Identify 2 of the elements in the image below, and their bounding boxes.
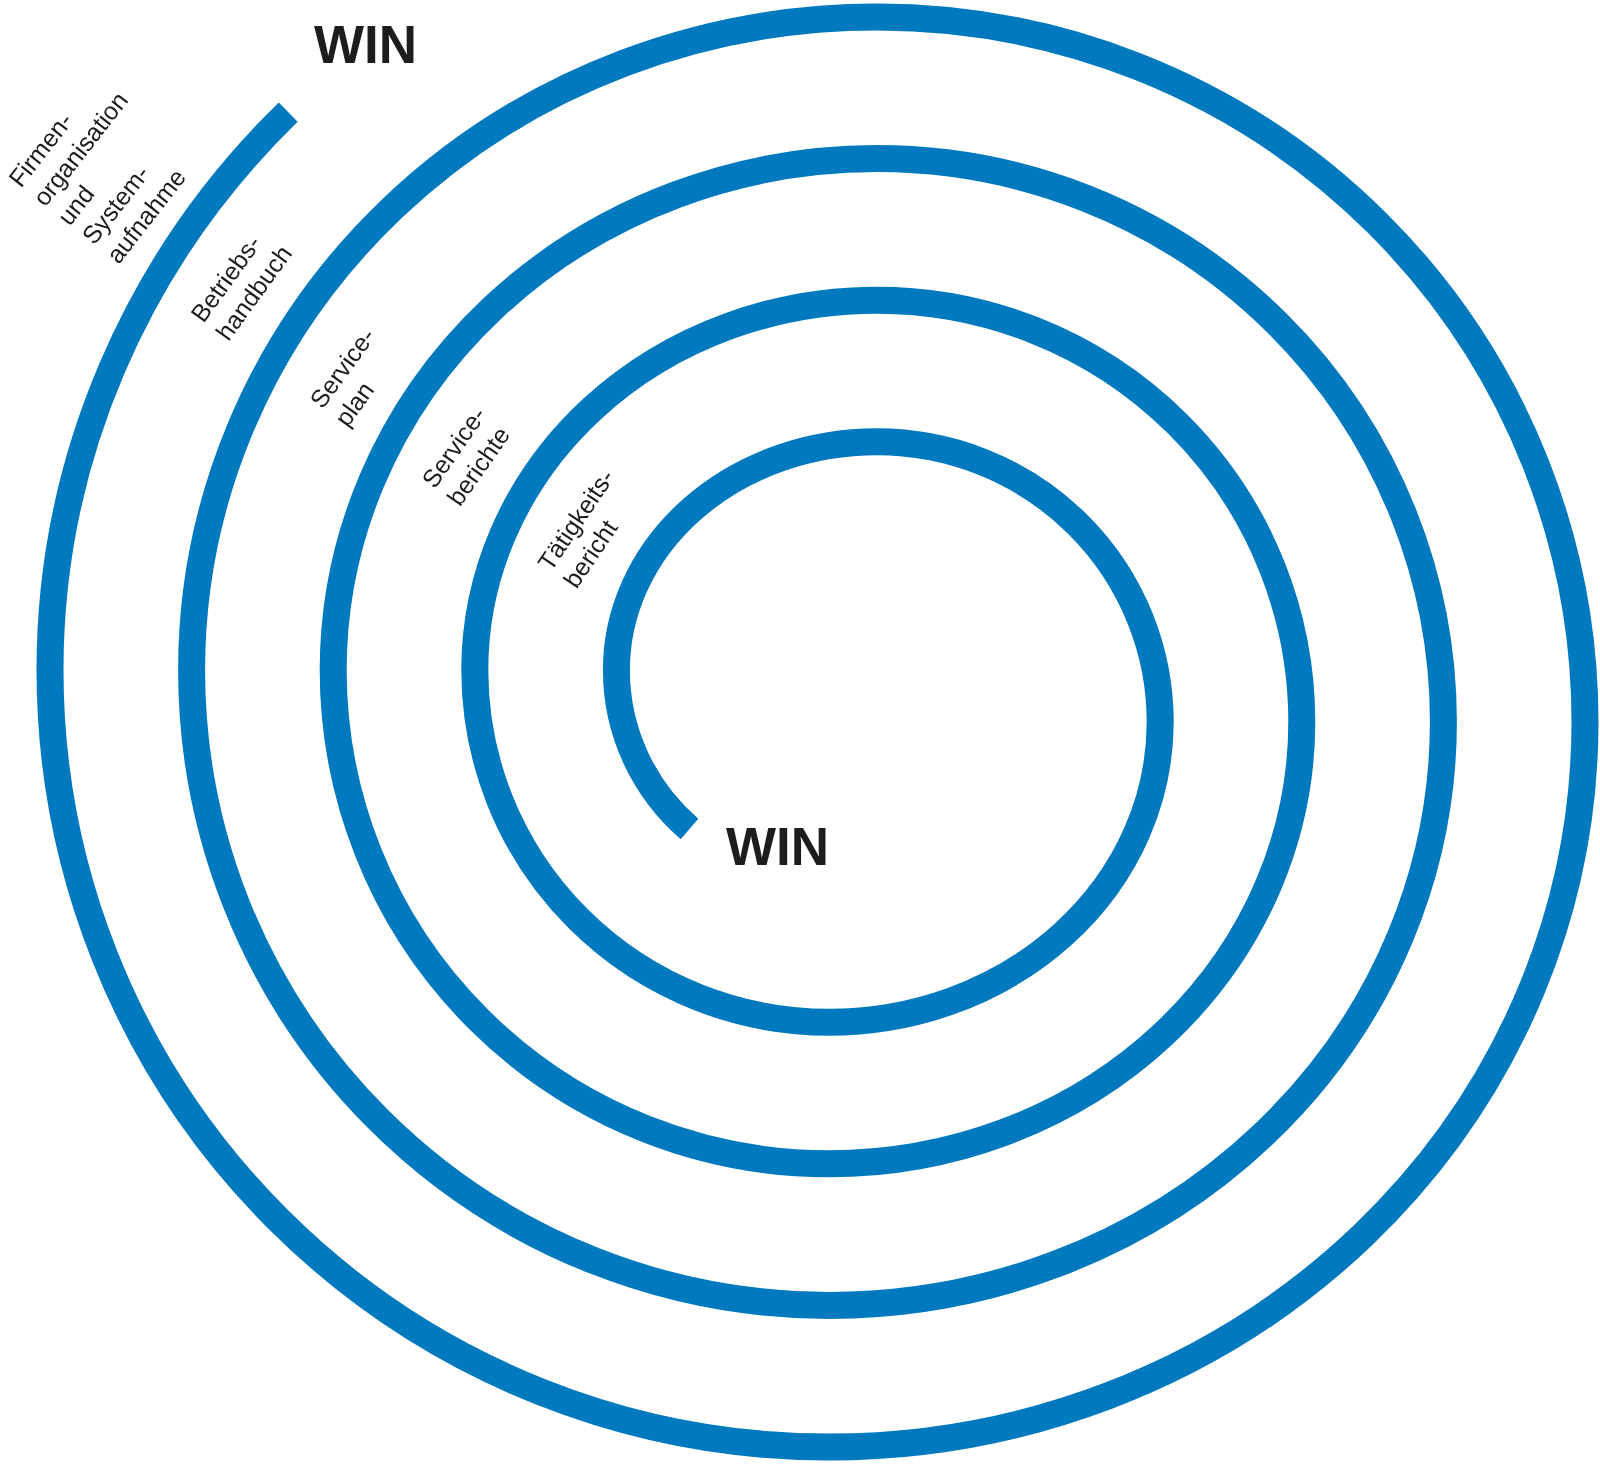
milestone-label: WIN	[314, 18, 418, 71]
milestone-label: WIN	[726, 820, 830, 873]
